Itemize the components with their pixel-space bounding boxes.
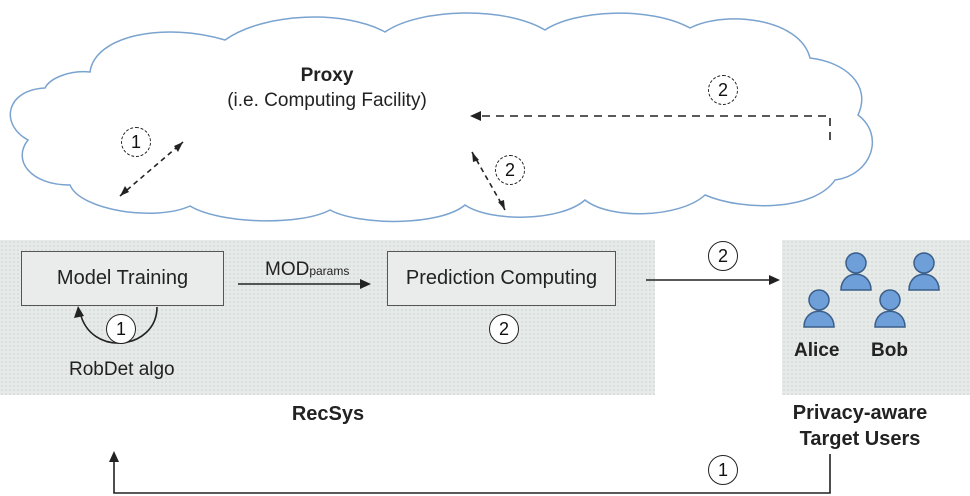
step-badge-proxy-right: 2 xyxy=(708,75,738,105)
mod-params-label: MODparams xyxy=(265,259,350,280)
step-badge-proxy-middle: 2 xyxy=(495,155,525,185)
step-badge-delivery: 2 xyxy=(708,241,738,271)
user-icon-alice xyxy=(803,289,835,328)
step-badge-training: 1 xyxy=(106,314,136,344)
user-icon-bob xyxy=(874,289,906,328)
user-name-bob: Bob xyxy=(871,340,908,361)
users-group xyxy=(803,252,940,328)
proxy-cloud xyxy=(9,12,874,223)
user-name-alice: Alice xyxy=(794,340,840,361)
proxy-subtitle: (i.e. Computing Facility) xyxy=(227,90,427,111)
step-badge-proxy-left: 1 xyxy=(121,127,151,157)
step-badge-feedback: 1 xyxy=(708,455,738,485)
users-label-line2: Target Users xyxy=(799,428,921,450)
recsys-label: RecSys xyxy=(291,403,365,425)
prediction-computing-box: Prediction Computing xyxy=(387,251,616,306)
robdet-label: RobDet algo xyxy=(69,359,175,380)
user-icon-top-center xyxy=(840,252,872,291)
step-badge-prediction: 2 xyxy=(489,314,519,344)
model-training-box: Model Training xyxy=(21,251,224,306)
prediction-to-users-arrow xyxy=(646,275,780,285)
proxy-title: Proxy xyxy=(300,65,354,86)
user-icon-top-right xyxy=(908,252,940,291)
feedback-arrow xyxy=(109,451,831,494)
users-label-line1: Privacy-aware xyxy=(792,402,928,424)
